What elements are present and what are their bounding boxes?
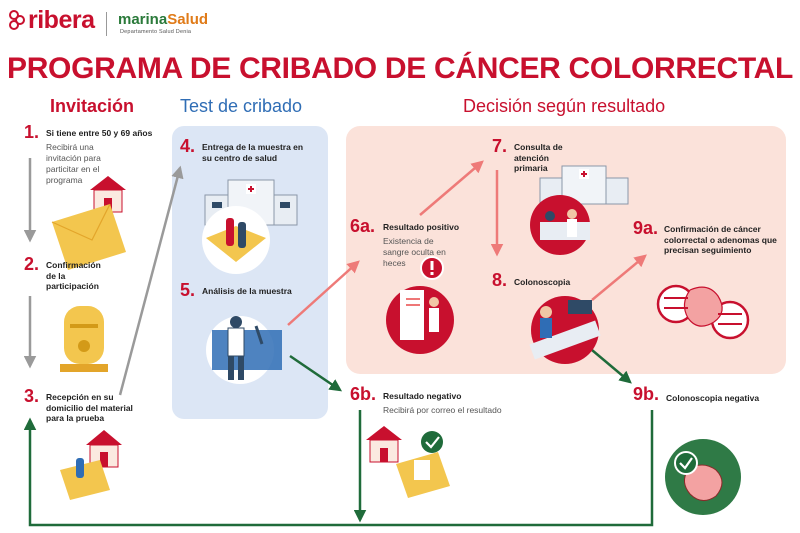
marinasalud-subtitle: Departamento Salud Denia bbox=[120, 29, 192, 35]
arrow-5-to-6b bbox=[289, 354, 343, 392]
salud-text: Salud bbox=[167, 11, 209, 28]
step-3-label: Recepción en su domicilio del material p… bbox=[46, 392, 133, 424]
arrow-8-to-9b bbox=[585, 344, 632, 384]
arrow-3-to-4 bbox=[118, 165, 184, 396]
microscope-icon bbox=[212, 316, 282, 380]
step-9a-number: 9a. bbox=[633, 218, 659, 238]
step-8-label: Colonoscopia bbox=[514, 277, 571, 287]
step-9b-label: Colonoscopia negativa bbox=[666, 393, 760, 403]
section-test: Test de cribado bbox=[180, 96, 303, 116]
step-8-number: 8. bbox=[492, 270, 508, 290]
step-5-number: 5. bbox=[180, 280, 196, 300]
step-6b-label: Resultado negativo bbox=[383, 391, 462, 401]
step-6b-sub: Recibirá por correo el resultado bbox=[383, 405, 502, 415]
step-6a-number: 6a. bbox=[350, 216, 376, 236]
check-icon-9b bbox=[674, 451, 698, 475]
envelope-icon-6b bbox=[396, 452, 450, 498]
step-6a-sub: Existencia de sangre oculta en heces bbox=[383, 236, 446, 269]
arrow-8-to-9a bbox=[591, 254, 647, 301]
section-decision: Decisión según resultado bbox=[463, 96, 666, 116]
marina-text: marina bbox=[118, 11, 168, 28]
ribera-text: ribera bbox=[28, 6, 95, 34]
logo-divider bbox=[106, 12, 107, 36]
check-icon bbox=[421, 431, 443, 453]
step-1-number: 1. bbox=[24, 122, 40, 142]
sample-tube-icon bbox=[206, 218, 266, 262]
step-2-number: 2. bbox=[24, 254, 40, 274]
step-4-number: 4. bbox=[180, 136, 196, 156]
mailbox-icon bbox=[60, 306, 108, 372]
ribera-mark-icon bbox=[9, 10, 25, 30]
step-7-label: Consulta de atención primaria bbox=[514, 142, 563, 174]
doctor-icon bbox=[400, 290, 439, 340]
step-1-label: Si tiene entre 50 y 69 años bbox=[46, 128, 153, 138]
house-icon-6b bbox=[366, 426, 402, 463]
step-9a-label: Confirmación de cáncer colorrectal o ade… bbox=[664, 224, 777, 256]
step-7-number: 7. bbox=[492, 136, 508, 156]
step-9b-number: 9b. bbox=[633, 384, 660, 404]
envelope-icon-3 bbox=[60, 458, 110, 500]
arrow-5-to-6a bbox=[287, 260, 360, 326]
doctor-icon-7 bbox=[540, 209, 590, 240]
step-5-label: Análisis de la muestra bbox=[202, 286, 292, 296]
step-4-label: Entrega de la muestra en su centro de sa… bbox=[202, 142, 304, 163]
step-6a-label: Resultado positivo bbox=[383, 222, 460, 232]
colon-icon bbox=[656, 284, 750, 340]
step-2-label: Confirmación de la participación bbox=[46, 260, 101, 292]
step-6b-number: 6b. bbox=[350, 384, 377, 404]
ribera-logo: ribera bbox=[8, 6, 95, 35]
marinasalud-logo: marinaSalud bbox=[118, 11, 208, 28]
alert-icon bbox=[420, 256, 444, 280]
section-invitacion: Invitación bbox=[50, 96, 135, 116]
arrow-loop-return bbox=[23, 410, 654, 527]
step-3-number: 3. bbox=[24, 386, 40, 406]
envelope-icon bbox=[51, 203, 126, 270]
health-center-icon-7 bbox=[539, 165, 629, 205]
house-icon-3 bbox=[86, 430, 122, 468]
patient-bed-icon bbox=[529, 300, 601, 360]
colon-icon-9b bbox=[684, 464, 723, 501]
step-1-sub: Recibirá una invitación para particitar … bbox=[46, 142, 101, 186]
arrow-6a-to-7 bbox=[419, 160, 484, 216]
page-title: PROGRAMA DE CRIBADO DE CÁNCER COLORRECTA… bbox=[6, 52, 794, 85]
